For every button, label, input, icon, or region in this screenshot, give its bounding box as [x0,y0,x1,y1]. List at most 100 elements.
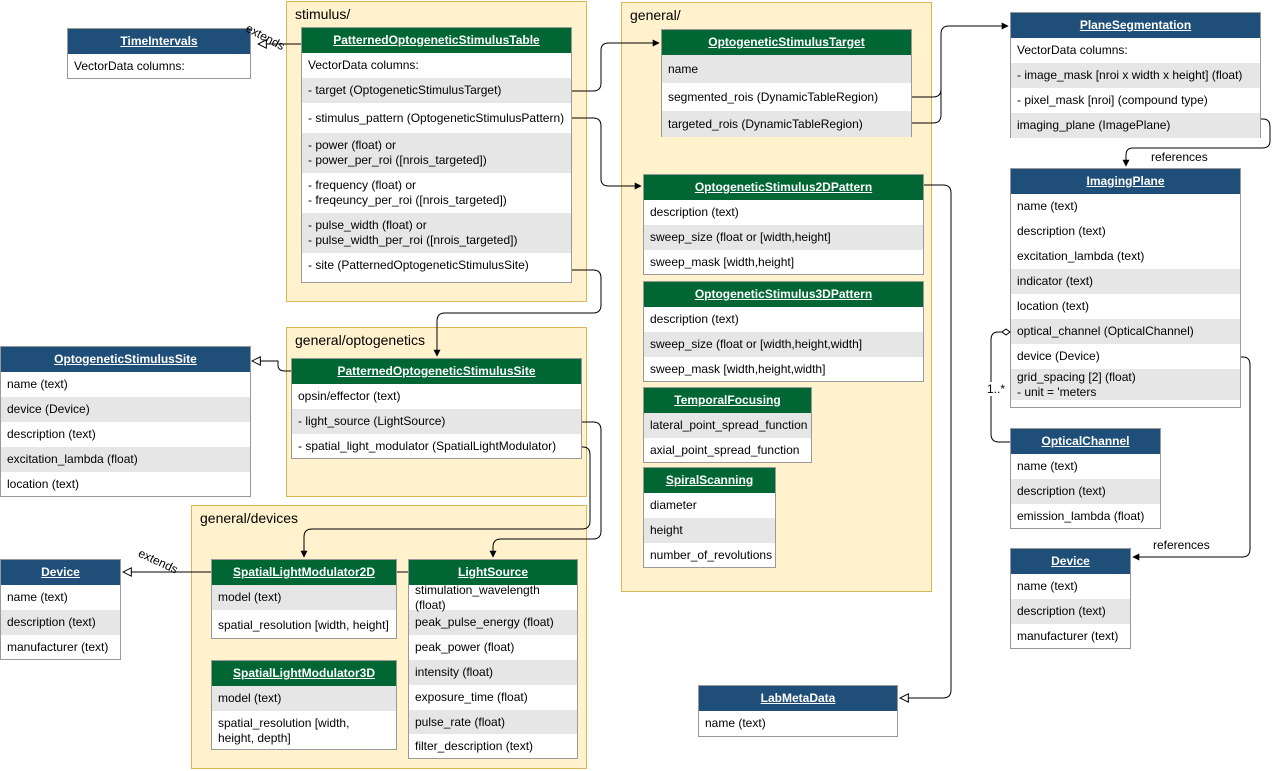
table-row: intensity (float) [409,660,577,685]
table-device-right[interactable]: Device name (text) description (text) manuf… [1010,548,1131,649]
table-patterned-stimulus-site[interactable]: PatternedOptogeneticStimulusSite opsin/ef… [291,358,582,459]
table-lab-meta-data[interactable]: LabMetaData name (text) [698,685,898,737]
table-row: opsin/effector (text) [298,389,401,403]
table-row: - stimulus_pattern (OptogeneticStimulusP… [308,110,565,125]
table-row: name (text) [7,590,68,604]
table-row: description (text) [1,610,120,635]
table-title: PlaneSegmentation [1011,13,1260,38]
table-imaging-plane[interactable]: ImagingPlane name (text) description (text… [1010,168,1241,408]
table-row: peak_pulse_energy (float) [409,610,577,635]
table-row: number_of_revolutions [650,548,773,562]
table-row: peak_power (float) [415,640,515,654]
table-title: Device [1011,549,1130,574]
table-row: description (text) [650,205,739,219]
table-row: name [662,55,911,83]
table-title: SpatialLightModulator2D [212,560,396,585]
table-title: SpiralScanning [644,468,775,493]
table-row: emission_lambda (float) [1017,509,1145,523]
table-row: filter_description (text) [415,739,534,753]
table-row: - image_mask [nroi x width x height] (fl… [1011,63,1260,88]
group-title-optogenetics: general/optogenetics [295,332,425,348]
table-row: exposure_time (float) [415,690,528,704]
table-row: name (text) [1017,579,1078,593]
references-label-2: references [1153,538,1210,552]
table-row: grid_spacing [2] (float) - unit = 'meter… [1011,369,1240,400]
table-row: lateral_point_spread_function [644,413,811,438]
composition-diamond [1001,328,1011,336]
table-row: spatial_resolution [width, height, depth… [218,716,350,745]
table-title: PatternedOptogeneticStimulusTable [302,28,571,53]
table-title: PatternedOptogeneticStimulusSite [292,359,581,384]
table-row: stimulation_wavelength (float) [415,582,540,612]
table-2d-pattern[interactable]: OptogeneticStimulus2DPattern description … [643,174,924,275]
group-title-devices: general/devices [200,510,299,526]
table-row: location (text) [7,477,80,491]
table-row: name (text) [7,377,68,391]
table-row: excitation_lambda (float) [1,447,250,472]
table-row: location (text) [1017,299,1090,313]
table-row: sweep_mask [width,height,width] [650,362,826,376]
table-row: description (text) [7,427,96,441]
table-row: - light_source (LightSource) [292,409,581,434]
table-row: axial_point_spread_function [650,443,800,457]
table-row: sweep_mask [width,height] [650,255,795,269]
extends-label-bottom: extends [136,546,181,577]
table-row: targeted_rois (DynamicTableRegion) [662,111,911,137]
table-title: LightSource [409,560,577,585]
table-row: device (Device) [1017,349,1100,363]
table-row: model (text) [212,585,396,610]
group-title-stimulus: stimulus/ [295,6,351,22]
table-row: description (text) [1017,224,1106,238]
table-row: device (Device) [1,397,250,422]
table-row: imaging_plane (ImagePlane) [1011,113,1260,138]
table-row: excitation_lambda (text) [1017,249,1145,263]
multiplicity-label: 1..* [987,382,1006,396]
table-row: model (text) [212,686,396,711]
table-row: name (text) [705,716,766,730]
table-row: segmented_rois (DynamicTableRegion) [668,89,879,104]
table-row: spatial_resolution [width, height] [218,617,389,632]
table-row: sweep_size (float or [width,height] [644,225,923,250]
table-title: OptogeneticStimulus3DPattern [644,282,923,307]
table-title: LabMetaData [699,686,897,711]
table-title: OptogeneticStimulusTarget [662,30,911,55]
group-title-general: general/ [630,7,681,23]
table-row: VectorData columns: [308,58,419,72]
table-row: - pixel_mask [nroi] (compound type) [1017,93,1208,107]
table-row: description (text) [1011,599,1130,624]
table-title: SpatialLightModulator3D [212,661,396,686]
table-title: ImagingPlane [1011,169,1240,194]
table-row: name (text) [1017,199,1078,213]
table-row: manufacturer (text) [1017,629,1119,643]
table-row: manufacturer (text) [7,640,109,654]
table-row: - pulse_width (float) or - pulse_width_p… [302,213,571,253]
table-row: - spatial_light_modulator (SpatialLightM… [298,439,557,453]
table-row: pulse_rate (float) [409,710,577,734]
table-row: description (text) [650,312,739,326]
references-label-1: references [1151,150,1208,164]
table-row: - frequency (float) or - freqeuncy_per_r… [308,178,507,207]
table-title: OpticalChannel [1011,429,1160,454]
table-3d-pattern[interactable]: OptogeneticStimulus3DPattern description … [643,281,924,382]
table-row: name (text) [1017,459,1078,473]
table-title: Device [1,560,120,585]
table-title: TimeIntervals [68,29,250,54]
table-title: OptogeneticStimulus2DPattern [644,175,923,200]
table-row: VectorData columns: [74,59,185,73]
table-title: TemporalFocusing [644,388,811,413]
table-row: - site (PatternedOptogeneticStimulusSite… [308,258,529,272]
table-row: VectorData columns: [1017,43,1128,57]
table-device-left[interactable]: Device name (text) description (text) manuf… [0,559,121,660]
table-row: - target (OptogeneticStimulusTarget) [302,78,571,103]
